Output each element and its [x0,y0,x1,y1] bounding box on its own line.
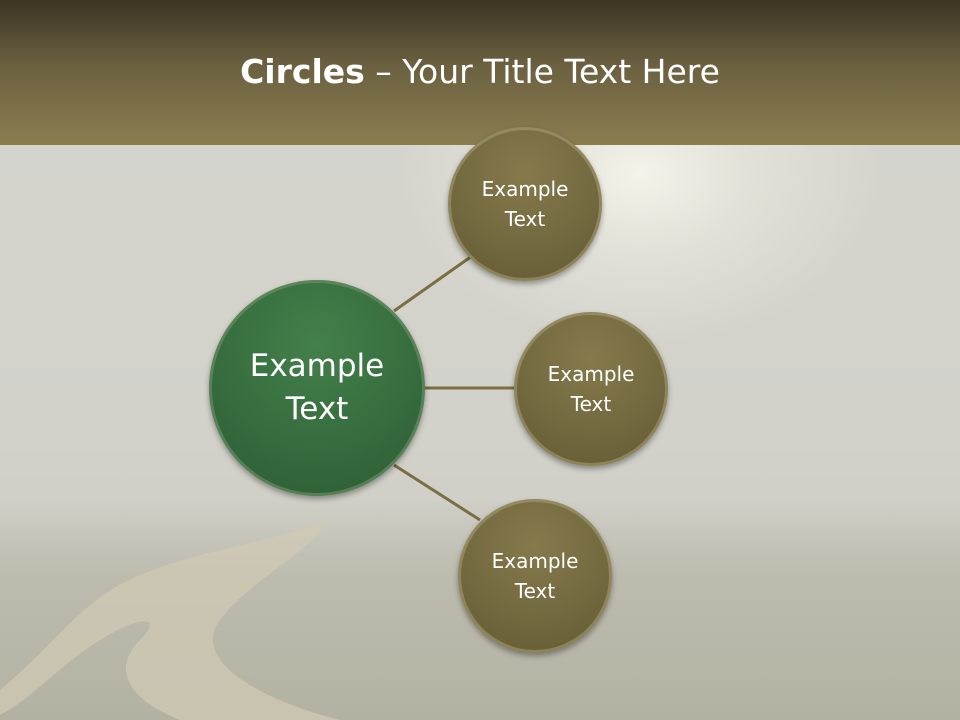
title-bold-part: Circles [240,52,365,91]
connector-1 [393,254,473,313]
satellite-1-label: Example Text [481,177,569,231]
center-circle[interactable]: Example Text [209,280,425,496]
connector-3 [393,463,481,522]
satellite-2-label: Example Text [547,362,635,416]
center-circle-label: Example Text [249,347,385,427]
satellite-circle-1[interactable]: Example Text [448,127,602,281]
title-bar: Circles – Your Title Text Here [0,0,960,145]
satellite-circle-3[interactable]: Example Text [458,499,612,653]
satellite-circle-2[interactable]: Example Text [514,312,668,466]
satellite-3-label: Example Text [491,549,579,603]
title-rest-part: – Your Title Text Here [364,52,720,91]
slide-title: Circles – Your Title Text Here [0,52,960,91]
